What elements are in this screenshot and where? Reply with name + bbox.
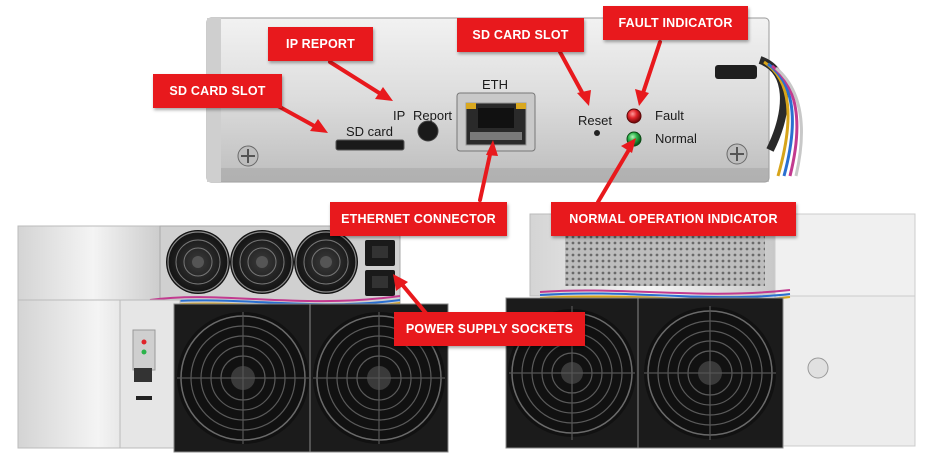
callout-power-supply-sockets: POWER SUPPLY SOCKETS (394, 312, 585, 346)
sd-card-slot[interactable] (335, 139, 405, 151)
callout-power-supply-sockets-text: POWER SUPPLY SOCKETS (405, 322, 574, 336)
callout-normal-operation-indicator: NORMAL OPERATION INDICATOR (551, 202, 796, 236)
hashboard-fan-2 (309, 303, 449, 453)
callout-sd-card-slot-left-text: SD CARD SLOT (169, 84, 266, 98)
callout-arrowheads (310, 87, 649, 291)
callout-fault-indicator: FAULT INDICATOR (603, 6, 748, 40)
power-socket-2[interactable] (365, 270, 395, 296)
reset-label: Reset (578, 113, 612, 128)
fault-led (626, 108, 642, 124)
psu-fan-1 (166, 230, 230, 294)
reset-pinhole[interactable] (594, 130, 600, 136)
hashboard-fan-4 (637, 297, 784, 449)
callout-normal-operation-indicator-text: NORMAL OPERATION INDICATOR (569, 212, 778, 226)
normal-label: Normal (655, 131, 697, 146)
arrow-ethernet (478, 148, 493, 202)
callout-ethernet-connector: ETHERNET CONNECTOR (330, 202, 507, 236)
eth-label: ETH (482, 77, 508, 92)
miner-left (17, 225, 449, 453)
arrow-ip-report (328, 60, 386, 98)
callout-sd-card-slot-top: SD CARD SLOT (457, 18, 584, 52)
screw-left (237, 145, 259, 167)
arrow-normal (596, 146, 632, 204)
ip-report-button[interactable] (417, 120, 439, 142)
sd-card-label: SD card (346, 124, 393, 139)
callout-ethernet-connector-text: ETHERNET CONNECTOR (341, 212, 496, 226)
callout-fault-indicator-text: FAULT INDICATOR (618, 16, 733, 30)
psu-fan-3 (294, 230, 358, 294)
arrow-sd-card-top (558, 50, 586, 98)
fault-label: Fault (655, 108, 684, 123)
screw-right (726, 143, 748, 165)
callout-sd-card-slot-top-text: SD CARD SLOT (472, 28, 569, 42)
hashboard-fan-1 (173, 303, 313, 453)
arrow-fault (640, 40, 662, 98)
callout-ip-report: IP REPORT (268, 27, 373, 61)
ethernet-port[interactable] (456, 92, 536, 152)
ip-label: IP (393, 108, 406, 123)
power-socket-1[interactable] (365, 240, 395, 266)
psu-fan-2 (230, 230, 294, 294)
callout-ip-report-text: IP REPORT (286, 37, 355, 51)
report-label: Report (413, 108, 453, 123)
wire-bundle (715, 56, 803, 177)
callout-sd-card-slot-left: SD CARD SLOT (153, 74, 282, 108)
